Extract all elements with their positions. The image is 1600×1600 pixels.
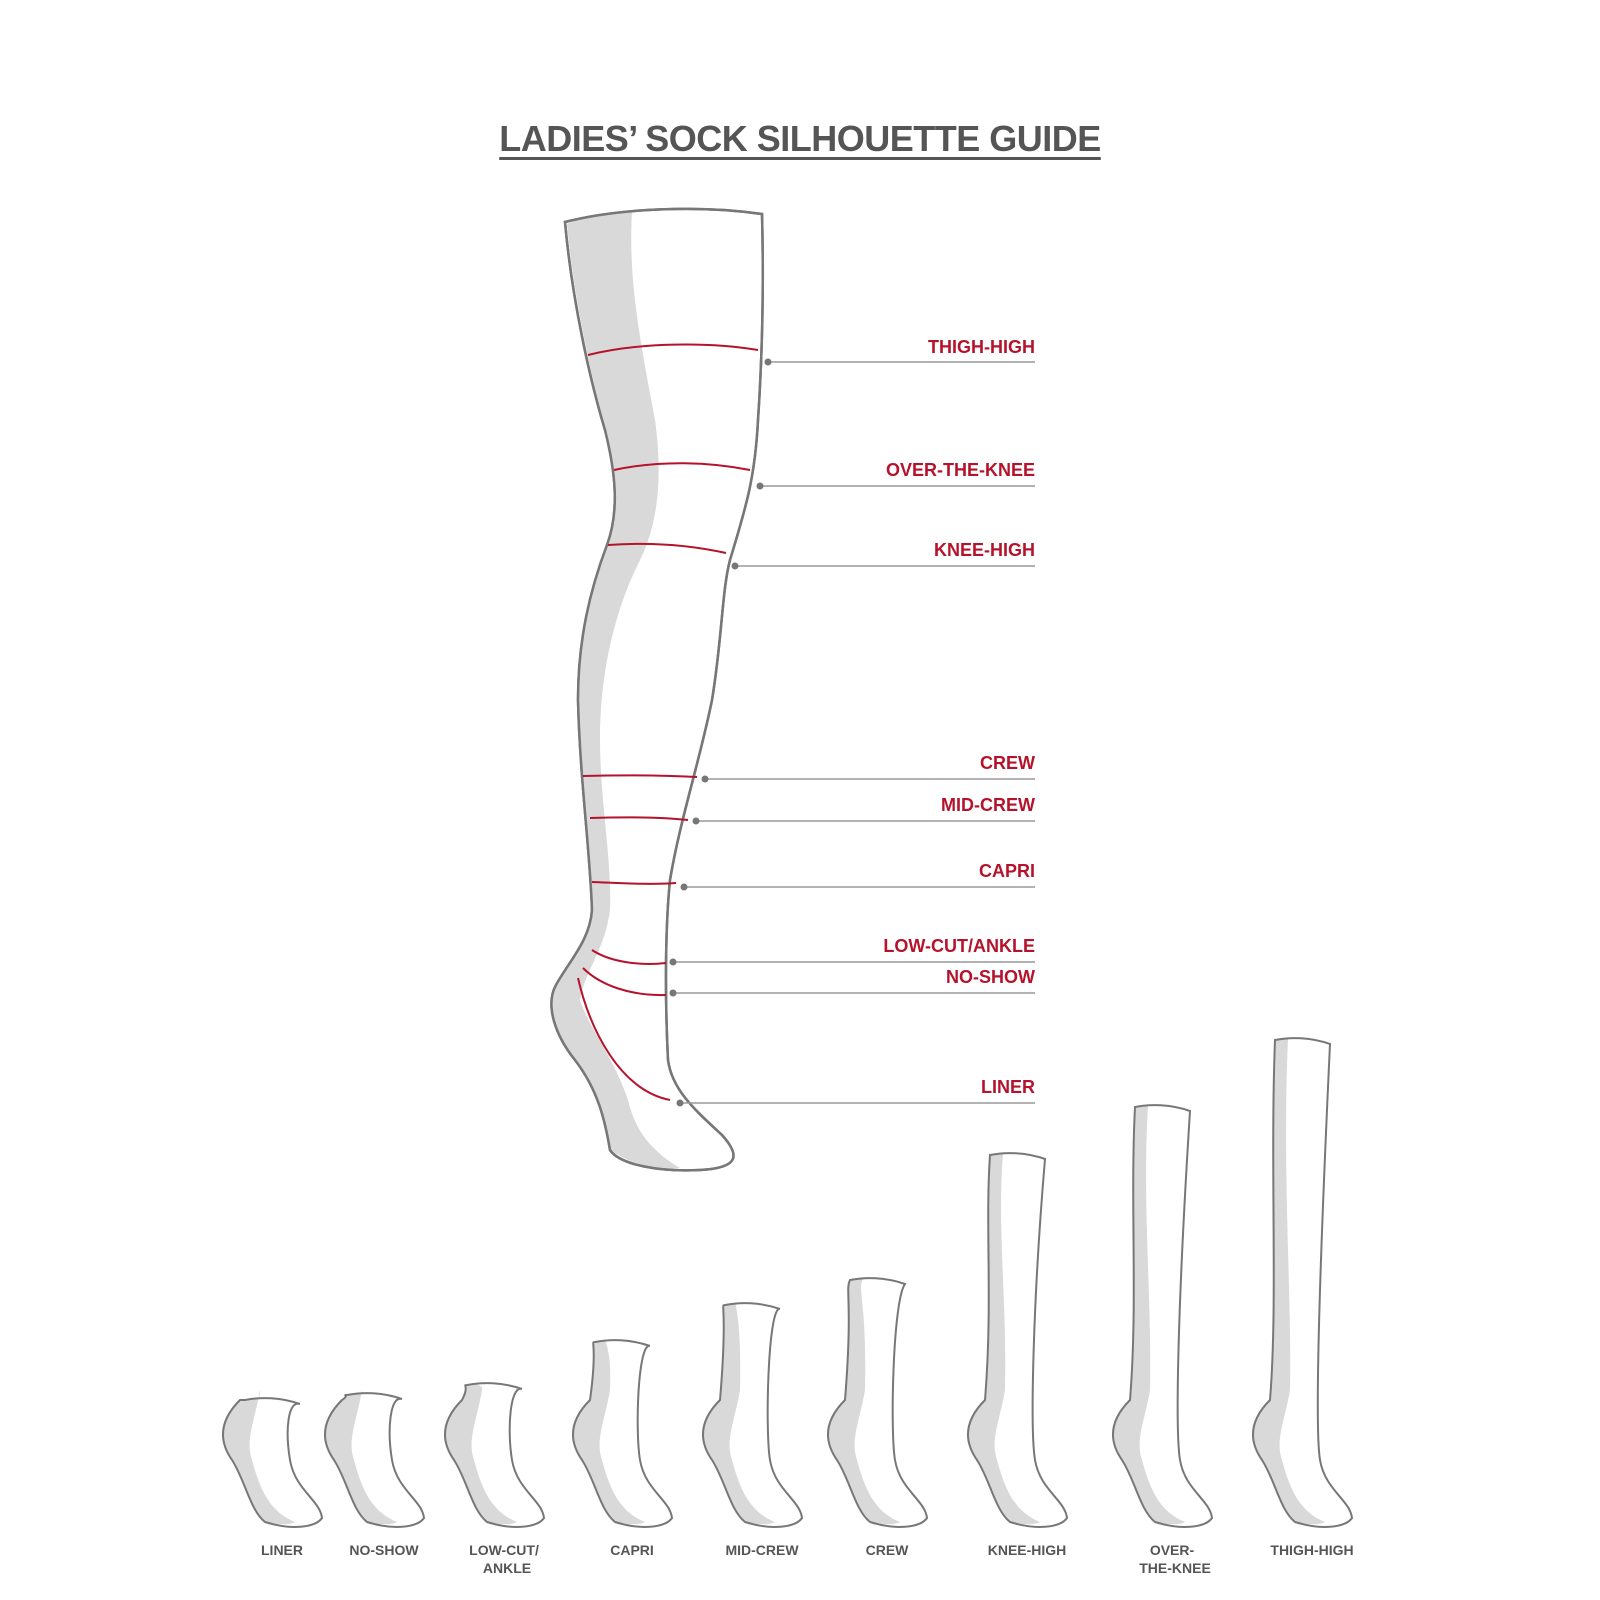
sock-mid-crew: MID-CREW (701, 1302, 804, 1558)
marker-line-8 (577, 977, 671, 1101)
callout-crew: CREW (701, 753, 1035, 783)
callout-label: NO-SHOW (946, 967, 1035, 987)
callout-capri: CAPRI (680, 861, 1035, 891)
main-leg-shading (552, 212, 680, 1169)
callout-low-cut-ankle: LOW-CUT/ANKLE (669, 936, 1035, 966)
sock-low-cut-ankle: LOW-CUT/ANKLE (443, 1382, 546, 1576)
anchor-dot (676, 1099, 684, 1107)
sock-label: MID-CREW (725, 1542, 799, 1558)
sock-no-show: NO-SHOW (323, 1390, 426, 1558)
callout-label: THIGH-HIGH (928, 337, 1035, 357)
sock-outline (221, 1397, 324, 1528)
marker-line-7 (582, 967, 667, 997)
sock-label: NO-SHOW (349, 1542, 419, 1558)
sock-shading (222, 1390, 295, 1525)
marker-line-4 (589, 816, 689, 821)
sock-label-line2: THE-KNEE (1139, 1560, 1211, 1576)
sock-thigh-high: THIGH-HIGH (1251, 1037, 1354, 1558)
callout-label: KNEE-HIGH (934, 540, 1035, 560)
sock-shading (1252, 1039, 1325, 1525)
callout-thigh-high: THIGH-HIGH (764, 337, 1035, 366)
anchor-dot (692, 817, 700, 825)
callout-label: LOW-CUT/ANKLE (883, 936, 1035, 956)
sock-shading (572, 1341, 645, 1525)
anchor-dot (701, 775, 709, 783)
callout-label: CREW (980, 753, 1035, 773)
callout-label: LINER (981, 1077, 1035, 1097)
callout-labels: THIGH-HIGH OVER-THE-KNEE KNEE-HIGH CREW MID-… (669, 337, 1035, 1107)
sock-shading (1112, 1106, 1185, 1525)
sock-label-line2: ANKLE (483, 1560, 531, 1576)
sock-liner: LINER (221, 1390, 324, 1558)
sock-label: LOW-CUT/ (469, 1542, 539, 1558)
callout-liner: LINER (676, 1077, 1035, 1107)
marker-line-1 (613, 462, 751, 471)
sock-shading (702, 1304, 775, 1525)
anchor-dot (669, 958, 677, 966)
anchor-dot (680, 883, 688, 891)
main-leg-illustration (550, 207, 765, 1172)
sock-label: OVER- (1150, 1542, 1195, 1558)
callout-over-the-knee: OVER-THE-KNEE (756, 460, 1035, 490)
callout-label: OVER-THE-KNEE (886, 460, 1035, 480)
marker-line-0 (587, 343, 759, 356)
sock-outline (826, 1277, 929, 1528)
sock-shading (444, 1384, 517, 1525)
sock-outline (571, 1339, 674, 1528)
sock-lineup: LINER NO-SHOW LOW-CUT/ANKLE CAPRI MID-CREW CR… (221, 1037, 1354, 1576)
marker-line-6 (591, 949, 667, 965)
page-title: LADIES’ SOCK SILHOUETTE GUIDE (499, 118, 1101, 159)
sock-outline (323, 1392, 426, 1528)
callout-knee-high: KNEE-HIGH (731, 540, 1035, 570)
main-leg-outline (550, 207, 765, 1172)
callout-label: MID-CREW (941, 795, 1035, 815)
sock-outline (443, 1382, 546, 1528)
anchor-dot (756, 482, 764, 490)
marker-line-5 (591, 881, 677, 885)
sock-shading (827, 1279, 900, 1525)
sock-label: CAPRI (610, 1542, 654, 1558)
callout-no-show: NO-SHOW (669, 967, 1035, 997)
sock-outline (966, 1152, 1069, 1528)
anchor-dot (764, 358, 772, 366)
sock-shading (967, 1154, 1040, 1525)
length-markers (577, 343, 759, 1101)
sock-outline (701, 1302, 804, 1528)
sock-shading (324, 1390, 397, 1525)
marker-line-2 (607, 542, 727, 554)
anchor-dot (731, 562, 739, 570)
sock-label: CREW (866, 1542, 910, 1558)
sock-knee-high: KNEE-HIGH (966, 1152, 1069, 1558)
callout-label: CAPRI (979, 861, 1035, 881)
sock-outline (1251, 1037, 1354, 1528)
sock-crew: CREW (826, 1277, 929, 1558)
sock-outline (1111, 1104, 1214, 1528)
anchor-dot (669, 989, 677, 997)
sock-capri: CAPRI (571, 1339, 674, 1558)
callout-mid-crew: MID-CREW (692, 795, 1035, 825)
marker-line-3 (582, 774, 698, 778)
sock-over-the-knee: OVER- THE-KNEE (1111, 1104, 1214, 1576)
sock-label: THIGH-HIGH (1270, 1542, 1353, 1558)
sock-label: LINER (261, 1542, 303, 1558)
sock-label: KNEE-HIGH (988, 1542, 1067, 1558)
